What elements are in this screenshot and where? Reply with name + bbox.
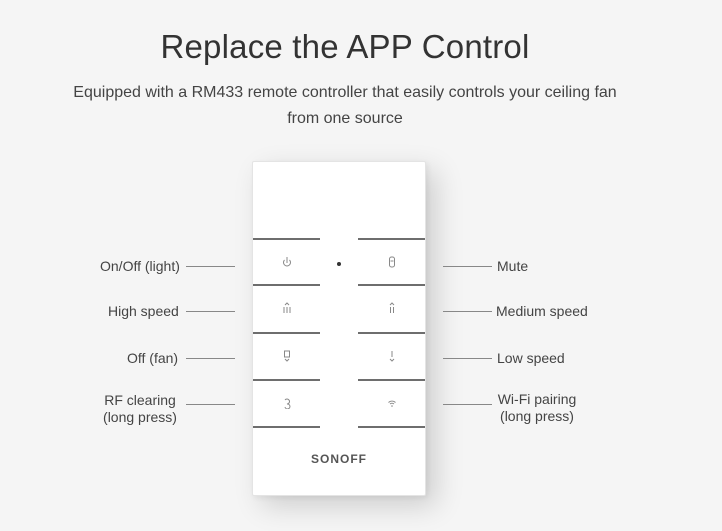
rf-clear-icon — [282, 397, 292, 409]
leader-line — [186, 358, 235, 359]
rf-clearing-button[interactable] — [253, 379, 320, 425]
label-high-speed: High speed — [108, 303, 179, 319]
low-speed-icon — [387, 350, 397, 362]
mute-icon — [388, 256, 396, 268]
leader-line — [443, 358, 492, 359]
high-speed-button[interactable] — [253, 284, 320, 330]
label-medium-speed: Medium speed — [496, 303, 588, 319]
page-subtitle: Equipped with a RM433 remote controller … — [73, 84, 617, 127]
low-speed-button[interactable] — [358, 332, 425, 378]
medium-speed-button[interactable] — [358, 284, 425, 330]
leader-line — [443, 404, 492, 405]
on-off-light-button[interactable] — [253, 238, 320, 284]
label-low-speed: Low speed — [497, 350, 565, 366]
label-on-off-light: On/Off (light) — [100, 258, 180, 274]
fan-off-button[interactable] — [253, 332, 320, 378]
label-rf-clearing: RF clearing (long press) — [103, 392, 177, 425]
leader-line — [186, 404, 235, 405]
remote-controller: SONOFF — [252, 161, 426, 496]
fan-off-icon — [282, 350, 292, 362]
label-mute: Mute — [497, 258, 529, 274]
label-off-fan: Off (fan) — [127, 350, 179, 366]
leader-line — [443, 311, 492, 312]
medium-speed-icon — [387, 302, 397, 314]
label-wifi-pairing: Wi-Fi pairing (long press) — [497, 391, 577, 424]
leader-line — [443, 266, 492, 267]
button-divider — [253, 426, 320, 428]
high-speed-icon — [282, 302, 292, 314]
mute-button[interactable] — [358, 238, 425, 284]
indicator-light — [337, 262, 341, 266]
leader-line — [186, 266, 235, 267]
button-divider — [358, 426, 425, 428]
leader-line — [186, 311, 235, 312]
page-title: Replace the APP Control — [160, 28, 530, 65]
light-power-icon — [282, 256, 292, 268]
wifi-icon — [387, 398, 397, 408]
brand-logo: SONOFF — [311, 452, 367, 466]
wifi-pairing-button[interactable] — [358, 379, 425, 425]
